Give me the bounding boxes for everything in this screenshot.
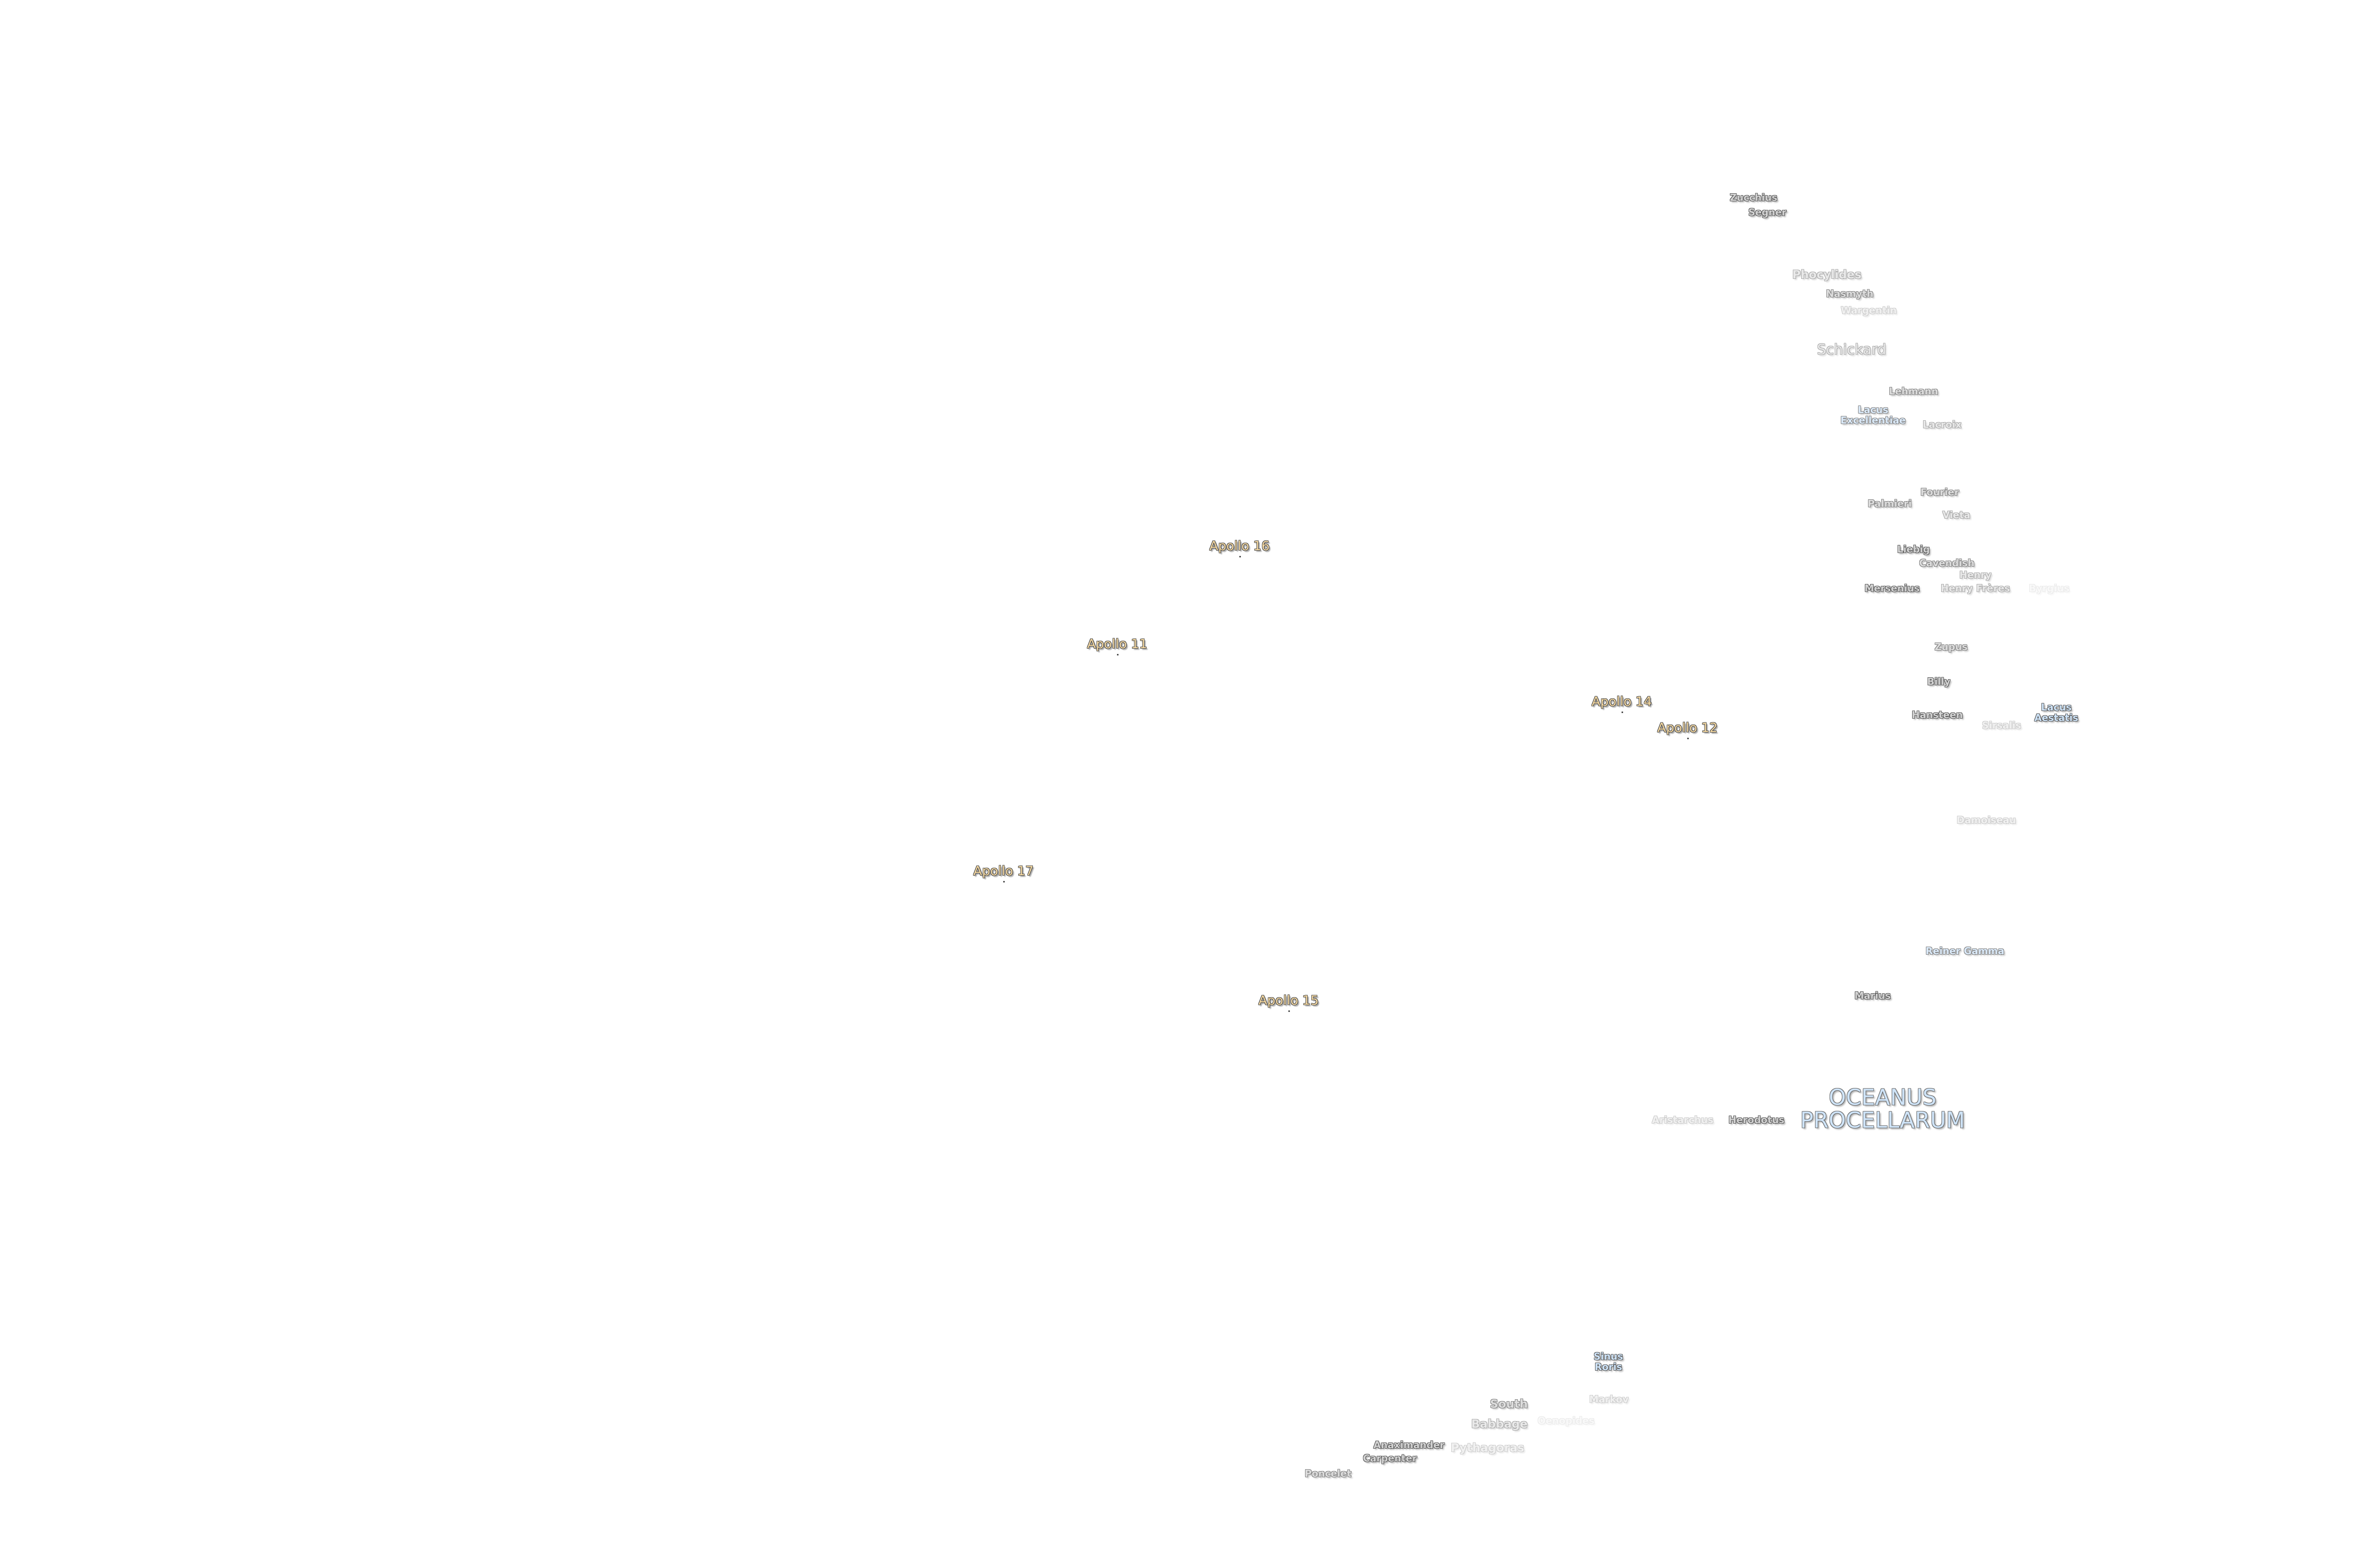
label-south: South — [1490, 1397, 1528, 1411]
landing-site-dot-icon — [1289, 1010, 1290, 1012]
marker-apollo11[interactable]: Apollo 11 — [1087, 637, 1148, 655]
label-line: OCEANUS — [1828, 1084, 1937, 1110]
label-liebig: Liebig — [1897, 544, 1930, 555]
label-hansteen: Hansteen — [1912, 709, 1963, 721]
landing-site-dot-icon — [1117, 653, 1119, 655]
label-henry-freres: Henry Frères — [1941, 583, 2010, 594]
label-fourier: Fourier — [1920, 486, 1959, 498]
label-lehmann: Lehmann — [1889, 386, 1938, 397]
label-phocylides: Phocylides — [1792, 267, 1862, 281]
marker-apollo12[interactable]: Apollo 12 — [1657, 721, 1718, 739]
label-pythagoras: Pythagoras — [1450, 1441, 1525, 1454]
label-line: Lacus — [1857, 404, 1889, 415]
label-schickard: Schickard — [1817, 341, 1886, 358]
label-babbage: Babbage — [1471, 1417, 1528, 1431]
label-lacus-excellentiae: Lacus Excellentiae — [1841, 405, 1906, 425]
label-line: Sinus — [1594, 1351, 1623, 1362]
label-herodotus: Herodotus — [1728, 1114, 1785, 1126]
label-carpenter: Carpenter — [1363, 1453, 1417, 1464]
label-oenopides: Oenopides — [1537, 1415, 1595, 1426]
label-reiner-gamma: Reiner Gamma — [1925, 945, 2004, 957]
label-line: Roris — [1595, 1361, 1622, 1373]
landing-site-dot-icon — [1687, 737, 1689, 739]
label-henry: Henry — [1959, 569, 1992, 581]
label-poncelet: Poncelet — [1304, 1468, 1352, 1479]
landing-site-dot-icon — [1622, 711, 1623, 713]
label-segner: Segner — [1748, 207, 1786, 218]
label-billy: Billy — [1927, 676, 1951, 687]
label-aristarchus: Aristarchus — [1652, 1114, 1714, 1126]
label-zucchius: Zucchius — [1730, 192, 1777, 203]
label-mersenius: Mersenius — [1864, 583, 1920, 594]
label-byrgius: Byrgius — [2029, 583, 2070, 594]
label-lacroix: Lacroix — [1923, 419, 1962, 430]
label-line: Excellentiae — [1840, 415, 1906, 426]
landing-site-dot-icon — [1240, 555, 1241, 557]
label-apollo17: Apollo 17 — [973, 864, 1034, 879]
label-markov: Markov — [1589, 1394, 1629, 1405]
marker-apollo14[interactable]: Apollo 14 — [1591, 694, 1652, 713]
label-apollo14: Apollo 14 — [1591, 694, 1652, 710]
label-oceanus-procellarum: OCEANUS PROCELLARUM — [1800, 1086, 1965, 1132]
label-apollo12: Apollo 12 — [1657, 721, 1718, 736]
marker-apollo16[interactable]: Apollo 16 — [1209, 539, 1270, 557]
label-sinus-roris: Sinus Roris — [1594, 1351, 1623, 1372]
label-lacus-aestatis: Lacus Aestatis — [2034, 702, 2078, 723]
label-damoiseau: Damoiseau — [1956, 814, 2016, 826]
label-apollo11: Apollo 11 — [1087, 637, 1148, 652]
marker-apollo15[interactable]: Apollo 15 — [1258, 993, 1319, 1012]
label-zupus: Zupus — [1934, 641, 1968, 652]
label-apollo15: Apollo 15 — [1258, 993, 1319, 1008]
label-nasmyth: Nasmyth — [1826, 288, 1874, 299]
label-vieta: Vieta — [1942, 509, 1971, 521]
label-line: PROCELLARUM — [1800, 1107, 1965, 1133]
label-cavendish: Cavendish — [1919, 557, 1975, 569]
label-palmieri: Palmieri — [1867, 498, 1912, 509]
label-marius: Marius — [1854, 990, 1891, 1001]
marker-apollo17[interactable]: Apollo 17 — [973, 864, 1034, 882]
label-line: Aestatis — [2034, 712, 2079, 723]
label-sirsalis: Sirsalis — [1982, 720, 2022, 731]
label-apollo16: Apollo 16 — [1209, 539, 1270, 554]
label-line: Lacus — [2041, 702, 2072, 713]
landing-site-dot-icon — [1003, 880, 1005, 882]
label-anaximander: Anaximander — [1373, 1439, 1445, 1451]
label-wargentin: Wargentin — [1841, 305, 1897, 316]
